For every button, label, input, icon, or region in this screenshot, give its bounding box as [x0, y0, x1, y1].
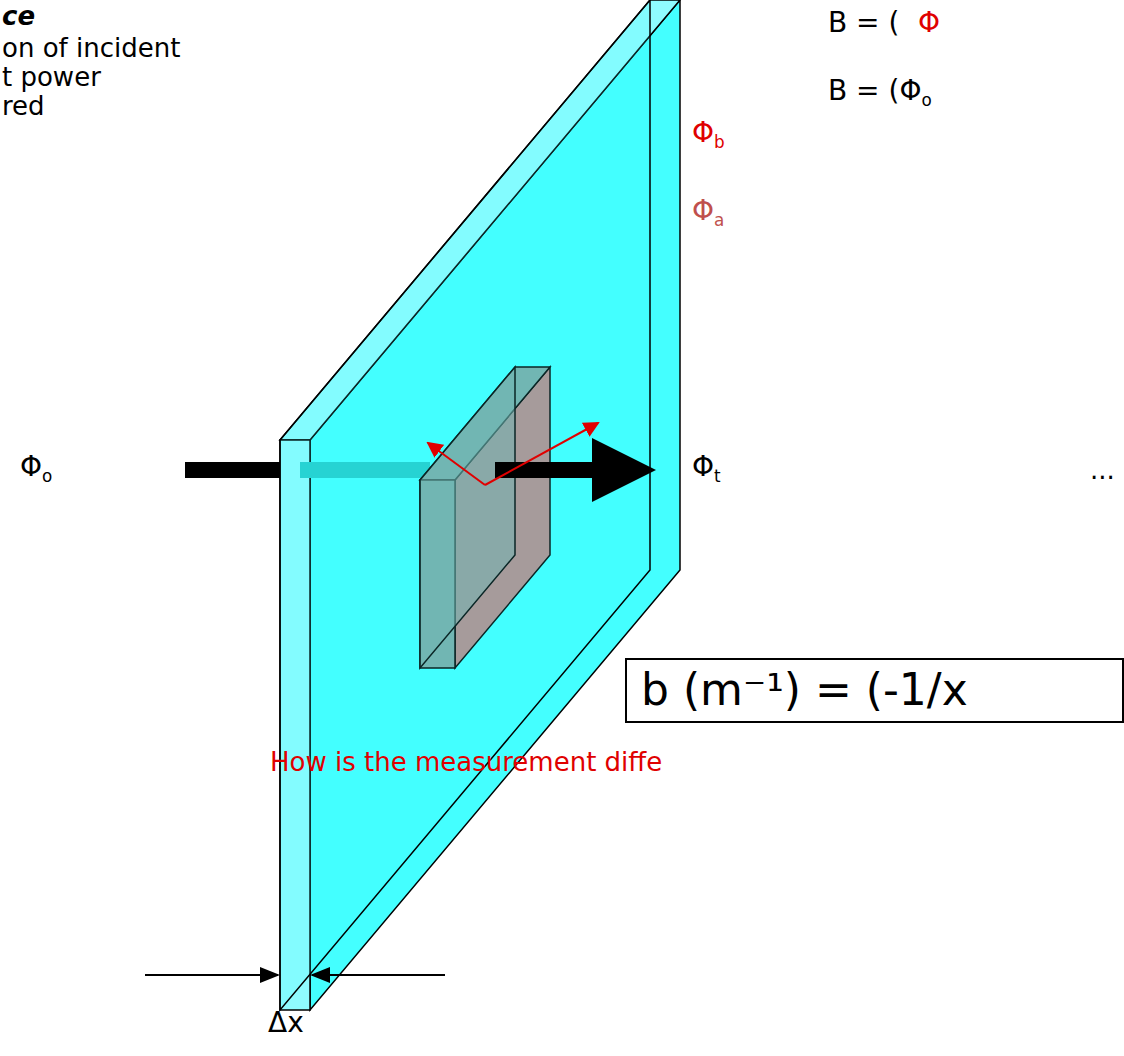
- dimension-arrow: [145, 974, 278, 976]
- dimension-label: Δx: [268, 1008, 304, 1039]
- scattered-ray: [485, 423, 598, 485]
- equation-fragment: B = (: [828, 8, 899, 39]
- equation-fragment: B = (Φo: [828, 76, 932, 109]
- ellipsis: ...: [1090, 456, 1115, 485]
- flux-symbol: Φa: [692, 196, 724, 229]
- flux-symbol: Φb: [692, 118, 725, 151]
- scattered-ray: [428, 443, 485, 485]
- flux-symbol: Φo: [20, 452, 52, 485]
- slab-front: [280, 0, 650, 1010]
- flux-symbol: Φ: [918, 8, 940, 39]
- heading-fragment: ce: [2, 2, 35, 31]
- formula-text: b (m⁻¹) = (-1/x: [641, 664, 1108, 717]
- formula-box: b (m⁻¹) = (-1/x: [625, 658, 1124, 723]
- note-text: red: [2, 92, 45, 121]
- note-text: on of incident: [2, 34, 180, 63]
- dimension-arrow: [312, 974, 445, 976]
- flux-symbol: Φt: [692, 452, 721, 485]
- question-text: How is the measurement diffe: [270, 748, 662, 777]
- transmitted-beam: [495, 462, 640, 478]
- note-text: t power: [2, 63, 101, 92]
